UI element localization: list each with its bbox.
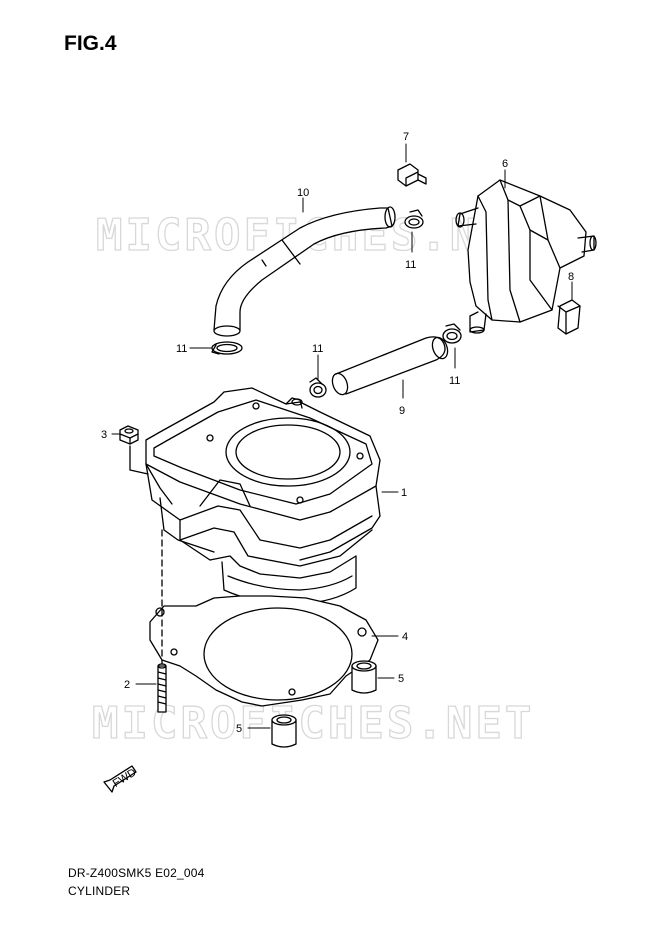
callout-3: 3 bbox=[101, 429, 107, 441]
callout-7: 7 bbox=[403, 131, 409, 143]
part-4-gasket bbox=[149, 595, 379, 707]
part-8-pad bbox=[557, 299, 581, 335]
part-9-hose bbox=[331, 336, 449, 396]
diagram-name: CYLINDER bbox=[68, 884, 131, 898]
callout-1: 1 bbox=[401, 487, 407, 499]
part-11-clamp-c bbox=[442, 323, 462, 344]
callout-4: 4 bbox=[402, 631, 408, 643]
callout-leader-lines bbox=[111, 143, 573, 729]
callout-9: 9 bbox=[399, 405, 405, 417]
callout-5-b: 5 bbox=[236, 723, 242, 735]
callout-11-a: 11 bbox=[176, 343, 187, 355]
nut-leader bbox=[129, 445, 149, 475]
callout-11-b: 11 bbox=[405, 259, 416, 271]
callout-2: 2 bbox=[124, 679, 130, 691]
callout-5-a: 5 bbox=[398, 673, 404, 685]
part-6-breather-case bbox=[455, 179, 597, 334]
diagram-code: DR-Z400SMK5 E02_004 bbox=[68, 866, 205, 880]
figure-title: FIG.4 bbox=[64, 32, 117, 55]
part-1-cylinder bbox=[145, 387, 381, 605]
part-11-clamp-a bbox=[211, 341, 243, 355]
part-7-bolt bbox=[397, 163, 427, 187]
part-2-stud bbox=[157, 663, 167, 713]
fwd-arrow-icon bbox=[103, 765, 137, 793]
part-3-nut bbox=[119, 425, 139, 445]
callout-11-d: 11 bbox=[312, 343, 323, 355]
part-10-hose bbox=[213, 206, 396, 337]
part-5-dowel-lower bbox=[271, 714, 297, 748]
callout-11-c: 11 bbox=[449, 375, 460, 387]
part-11-clamp-d bbox=[309, 377, 327, 398]
part-5-dowel-upper bbox=[351, 660, 377, 694]
part-11-clamp-b bbox=[404, 209, 424, 229]
callout-10: 10 bbox=[297, 187, 309, 199]
callout-8: 8 bbox=[568, 271, 574, 283]
callout-6: 6 bbox=[502, 158, 508, 170]
